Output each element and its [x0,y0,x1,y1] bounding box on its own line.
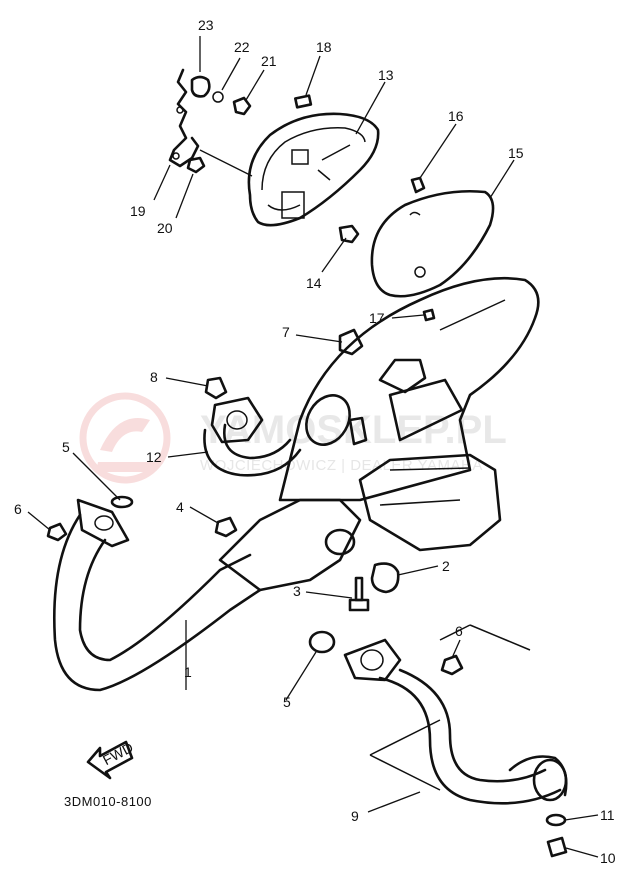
connector-pipe [203,328,364,477]
callout-15: 15 [508,145,524,161]
callout-16: 16 [448,108,464,124]
callout-labels: 1 2 3 4 5 5 6 6 7 8 9 10 11 12 13 14 15 … [14,17,616,866]
callout-2: 2 [442,558,450,574]
callout-4: 4 [176,499,184,515]
callout-19: 19 [130,203,146,219]
callout-10: 10 [600,850,616,866]
callout-12: 12 [146,449,162,465]
callout-7: 7 [282,324,290,340]
callout-6-front: 6 [14,501,22,517]
callout-1: 1 [184,664,192,680]
callout-20: 20 [157,220,173,236]
heat-shield [247,94,380,244]
callout-18: 18 [316,39,332,55]
watermark-subtext: WOJCIECHOWICZ | DEALER YAMAHA [200,457,483,474]
callout-13: 13 [378,67,394,83]
callout-9: 9 [351,808,359,824]
callout-17: 17 [369,310,385,326]
shield-bracket [168,68,252,174]
callout-11: 11 [600,807,615,823]
exhaust-pipe-rear [308,624,568,858]
callout-8: 8 [150,369,158,385]
leader-lines [27,36,599,858]
watermark-logo-icon [79,392,171,484]
callout-5-rear: 5 [283,694,291,710]
muffler [218,276,540,612]
callout-21: 21 [261,53,277,69]
callout-22: 22 [234,39,250,55]
callout-6-rear: 6 [455,623,463,639]
callout-14: 14 [306,275,322,291]
exhaust-pipe-front [46,495,262,692]
fwd-label: FWD [100,739,136,768]
callout-3: 3 [293,583,301,599]
diagram-code: 3DM010-8100 [64,794,152,809]
callout-23: 23 [198,17,214,33]
forward-arrow-icon: FWD [86,739,136,780]
side-cover [370,176,495,322]
callout-5-front: 5 [62,439,70,455]
